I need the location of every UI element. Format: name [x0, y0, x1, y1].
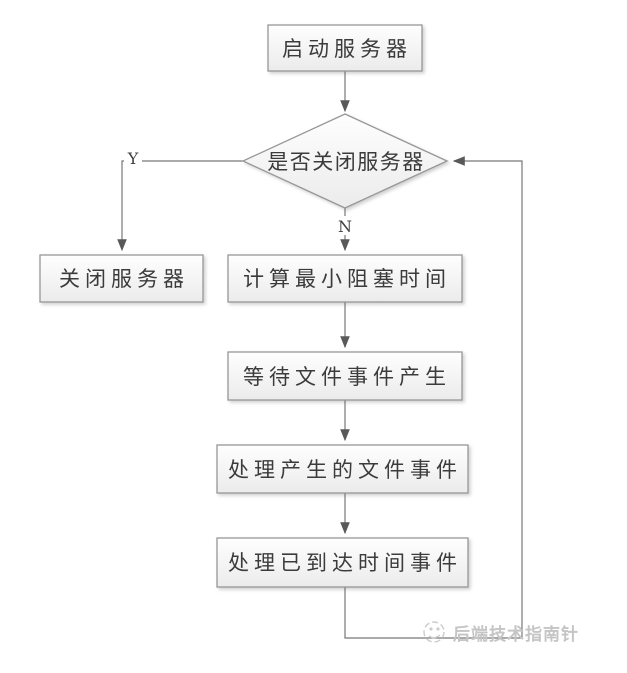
node-wait-file-events: 等待文件事件产生 [227, 351, 463, 401]
node-start-label: 启动服务器 [282, 37, 412, 61]
node-wait-file-events-shape [227, 351, 463, 401]
node-calc-min-block-time: 计算最小阻塞时间 [227, 254, 463, 303]
node-close-server: 关闭服务器 [39, 254, 204, 303]
branch-yes-label: Y [124, 148, 142, 168]
node-close-server-label: 关闭服务器 [59, 267, 189, 291]
edge-loop-back-to-decision [344, 156, 523, 639]
node-process-time-events: 处理已到达时间事件 [216, 537, 469, 588]
node-close-server-shape [39, 254, 204, 303]
branch-no-label-bg [336, 216, 354, 235]
node-decision-label: 是否关闭服务器 [267, 150, 425, 174]
branch-yes-text: Y [127, 149, 139, 168]
node-start: 启动服务器 [267, 24, 423, 72]
node-decision: 是否关闭服务器 [241, 113, 449, 209]
branch-yes-label-bg [124, 148, 142, 167]
watermark: 后端技术指南针 [423, 621, 579, 645]
node-start-shape [267, 24, 423, 72]
node-process-file-events-label: 处理产生的文件事件 [228, 458, 462, 482]
compass-icon [423, 621, 445, 643]
node-process-time-events-shape [216, 537, 469, 588]
node-process-file-events-shape [216, 444, 469, 494]
node-process-time-events-label: 处理已到达时间事件 [228, 551, 462, 575]
watermark-text: 后端技术指南针 [453, 624, 579, 645]
branch-no-text: N [338, 217, 352, 236]
node-wait-file-events-label: 等待文件事件产生 [243, 365, 451, 389]
node-calc-min-block-time-label: 计算最小阻塞时间 [243, 267, 451, 291]
edge-decision-yes [117, 160, 243, 252]
node-calc-min-block-time-shape [227, 254, 463, 303]
node-decision-shape [241, 113, 449, 209]
branch-no-label: N [336, 216, 354, 236]
node-process-file-events: 处理产生的文件事件 [216, 444, 469, 494]
